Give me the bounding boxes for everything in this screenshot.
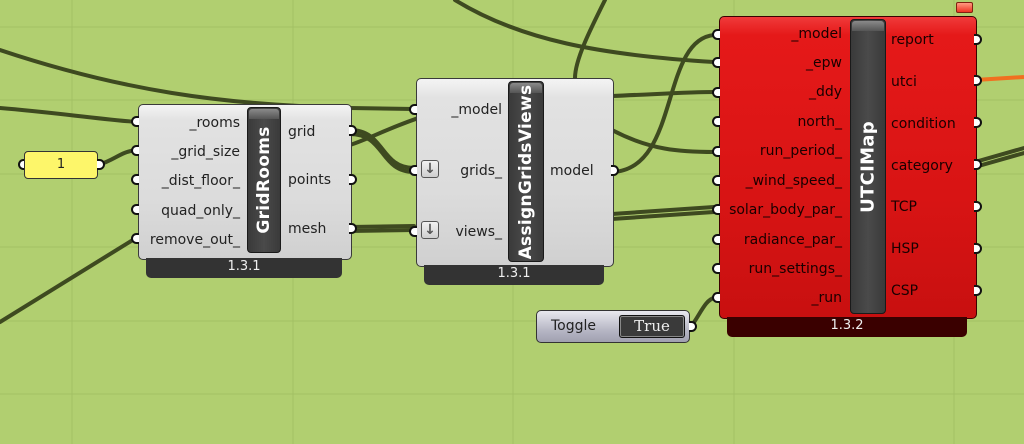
input-model: _model: [451, 102, 502, 118]
agv-grip-model-out[interactable]: [611, 165, 619, 176]
agv-grip-model[interactable]: [409, 104, 417, 115]
input-model: _model: [791, 26, 842, 42]
input-views: views_: [455, 224, 502, 240]
output-mesh: mesh: [288, 221, 327, 237]
utcimap-version: 1.3.2: [727, 317, 967, 337]
utcimap-nickname-bar: UTCIMap: [850, 19, 886, 314]
gridrooms-component[interactable]: GridRooms _rooms _grid_size _dist_floor_…: [138, 104, 352, 260]
output-tcp: TCP: [891, 199, 917, 215]
utci-grip-report[interactable]: [974, 34, 982, 45]
toggle-output-grip[interactable]: [689, 321, 697, 332]
output-category: category: [891, 158, 953, 174]
toggle-value[interactable]: True: [619, 315, 685, 338]
input-rooms: _rooms: [189, 115, 240, 131]
utci-grip-radiance-par[interactable]: [712, 234, 720, 245]
output-hsp: HSP: [891, 241, 919, 257]
slider-input-grip[interactable]: [18, 159, 26, 170]
input-grids: grids_: [460, 163, 502, 179]
gridrooms-title: GridRooms: [254, 126, 274, 234]
utci-grip-run-settings[interactable]: [712, 263, 720, 274]
input-ddy: _ddy: [808, 84, 842, 100]
warning-flag-icon[interactable]: [956, 2, 973, 13]
input-run: _run: [811, 290, 842, 306]
utci-grip-hsp[interactable]: [974, 243, 982, 254]
utci-grip-ddy[interactable]: [712, 87, 720, 98]
gridrooms-grip-grid-size[interactable]: [131, 145, 139, 156]
input-dist-floor: _dist_floor_: [161, 173, 240, 189]
utci-grip-model[interactable]: [712, 29, 720, 40]
utci-grip-north[interactable]: [712, 116, 720, 127]
utci-grip-run-period[interactable]: [712, 146, 720, 157]
gridrooms-grip-grid[interactable]: [349, 125, 357, 136]
gridrooms-grip-rooms[interactable]: [131, 116, 139, 127]
input-wind-speed: _wind_speed_: [745, 173, 842, 189]
output-condition: condition: [891, 116, 956, 132]
output-utci: utci: [891, 74, 917, 90]
number-slider[interactable]: 1: [24, 151, 98, 179]
input-radiance-par: radiance_par_: [743, 232, 842, 248]
assigngridsviews-component[interactable]: AssignGridsViews _model ↓ grids_ ↓ views…: [416, 78, 614, 267]
input-remove-out: remove_out_: [149, 232, 240, 248]
output-csp: CSP: [891, 283, 919, 299]
utcimap-title: UTCIMap: [857, 120, 879, 213]
input-run-period: run_period_: [759, 143, 842, 159]
gridrooms-grip-mesh[interactable]: [349, 223, 357, 234]
gridrooms-grip-remove-out[interactable]: [131, 233, 139, 244]
output-grid: grid: [288, 124, 316, 140]
input-grid-size: _grid_size: [171, 144, 240, 160]
toggle-label: Toggle: [551, 318, 597, 334]
utci-grip-wind-speed[interactable]: [712, 175, 720, 186]
agv-grip-grids[interactable]: [409, 165, 417, 176]
utci-grip-category[interactable]: [974, 159, 982, 170]
input-north: north_: [797, 114, 842, 130]
utci-grip-csp[interactable]: [974, 285, 982, 296]
agv-grip-views[interactable]: [409, 226, 417, 237]
input-run-settings: run_settings_: [748, 261, 842, 277]
utci-grip-tcp[interactable]: [974, 201, 982, 212]
utci-grip-run[interactable]: [712, 292, 720, 303]
assigngridsviews-version: 1.3.1: [424, 265, 604, 285]
slider-value: 1: [56, 157, 66, 172]
gridrooms-grip-dist-floor[interactable]: [131, 174, 139, 185]
utci-grip-solar-body-par[interactable]: [712, 204, 720, 215]
utci-grip-condition[interactable]: [974, 117, 982, 128]
flatten-down-arrow-icon: ↓: [421, 221, 439, 239]
gridrooms-version: 1.3.1: [146, 258, 342, 278]
flatten-down-arrow-icon: ↓: [421, 160, 439, 178]
slider-output-grip[interactable]: [97, 159, 105, 170]
boolean-toggle[interactable]: Toggle True: [536, 310, 690, 343]
output-points: points: [288, 172, 331, 188]
utci-grip-utci[interactable]: [974, 75, 982, 86]
input-quad-only: quad_only_: [161, 203, 240, 219]
gridrooms-nickname-bar: GridRooms: [247, 107, 281, 253]
input-solar-body-par: solar_body_par_: [729, 202, 842, 218]
utcimap-component[interactable]: UTCIMap _model _epw _ddy north_ run_peri…: [719, 16, 977, 319]
output-report: report: [891, 32, 934, 48]
gridrooms-grip-points[interactable]: [349, 174, 357, 185]
assigngridsviews-title: AssignGridsViews: [516, 84, 536, 259]
utci-grip-epw[interactable]: [712, 57, 720, 68]
assigngridsviews-nickname-bar: AssignGridsViews: [508, 81, 544, 262]
input-epw: _epw: [806, 55, 842, 71]
gridrooms-grip-quad-only[interactable]: [131, 204, 139, 215]
output-model: model: [550, 163, 594, 179]
